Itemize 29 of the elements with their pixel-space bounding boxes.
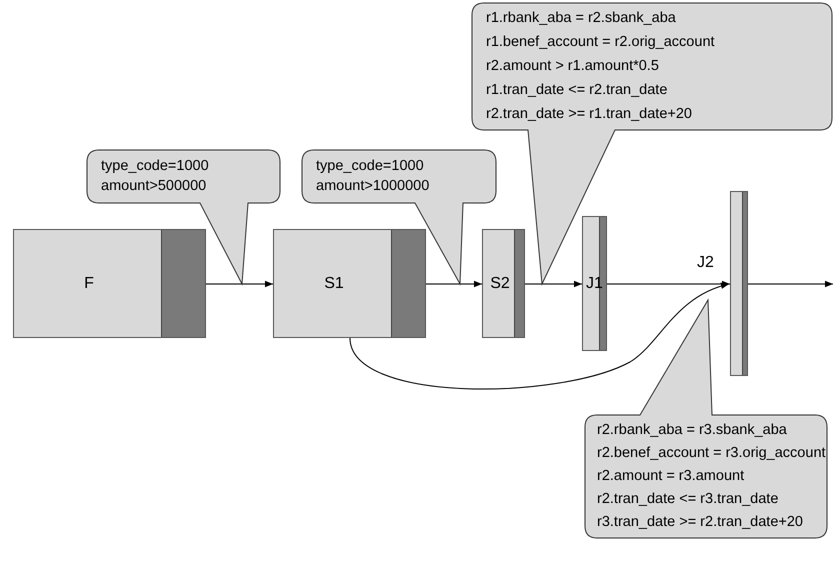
operator-label: S2 — [489, 274, 511, 292]
condition-text: amount>500000 — [101, 177, 208, 196]
arrow — [748, 280, 834, 288]
operator-label: S1 — [323, 274, 345, 292]
operator-box — [582, 216, 607, 351]
condition-text: r2.rbank_aba = r3.sbank_aba — [597, 421, 788, 440]
arrow — [606, 280, 730, 288]
curved-arrow — [350, 283, 730, 390]
condition-text: amount>1000000 — [316, 177, 430, 196]
operator-box — [13, 229, 206, 338]
condition-text: type_code=1000 — [101, 157, 209, 176]
arrow — [206, 280, 274, 288]
operator-box — [273, 229, 426, 338]
operator-label: J2 — [697, 254, 714, 272]
condition-text: r2.tran_date <= r3.tran_date — [597, 490, 780, 509]
condition-text: type_code=1000 — [316, 157, 425, 176]
condition-text: r3.tran_date >= r2.tran_date+20 — [597, 513, 804, 532]
operator-box — [730, 191, 748, 376]
condition-text: r2.amount > r1.amount*0.5 — [486, 57, 660, 76]
condition-text: r1.rbank_aba = r2.sbank_aba — [486, 9, 677, 28]
condition-text: r2.amount = r3.amount — [597, 467, 746, 486]
condition-text: r1.tran_date <= r2.tran_date — [486, 81, 668, 100]
condition-text: r1.benef_account = r2.orig_account — [486, 33, 715, 52]
condition-text: r2.tran_date >= r1.tran_date+20 — [486, 105, 693, 124]
arrow — [426, 280, 482, 288]
arrow — [524, 280, 582, 288]
operator-label: F — [83, 274, 95, 292]
operator-box — [482, 229, 525, 338]
condition-text: r2.benef_account = r3.orig_account — [597, 444, 826, 463]
